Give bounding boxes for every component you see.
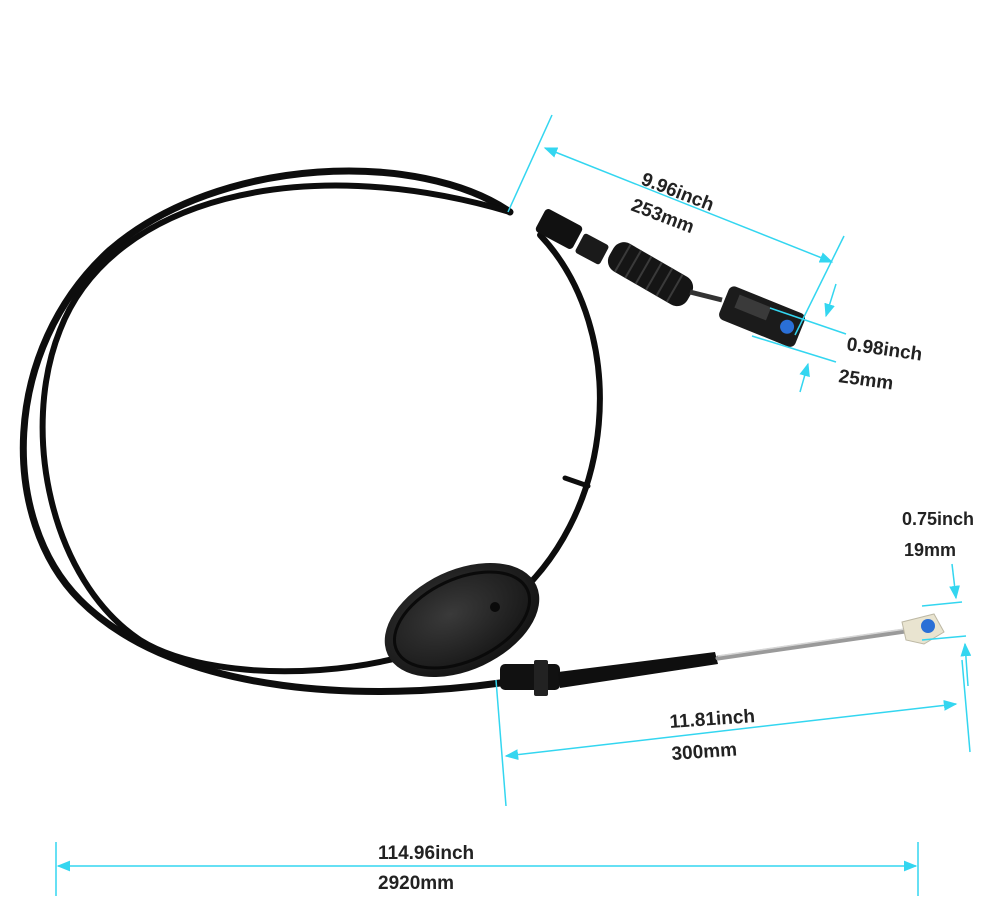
shifter-clip-inch: 0.98inch — [845, 334, 923, 365]
transmission-end-fitting — [500, 613, 945, 696]
dimension-transmission-end-width: 0.75inch 19mm — [902, 509, 974, 687]
dimension-transmission-end: 11.81inch 300mm — [495, 659, 971, 807]
transmission-end-width-mm: 19mm — [904, 540, 956, 560]
overall-length-inch: 114.96inch — [378, 843, 474, 864]
shifter-clip-mm: 25mm — [837, 366, 894, 394]
transmission-end-mm: 300mm — [671, 739, 738, 765]
overall-length-mm: 2920mm — [378, 873, 454, 894]
transmission-end-width-inch: 0.75inch — [902, 509, 974, 529]
shifter-cable — [19, 167, 603, 695]
dimension-overall-length: 114.96inch 2920mm — [55, 842, 919, 896]
firewall-grommet — [384, 562, 540, 678]
